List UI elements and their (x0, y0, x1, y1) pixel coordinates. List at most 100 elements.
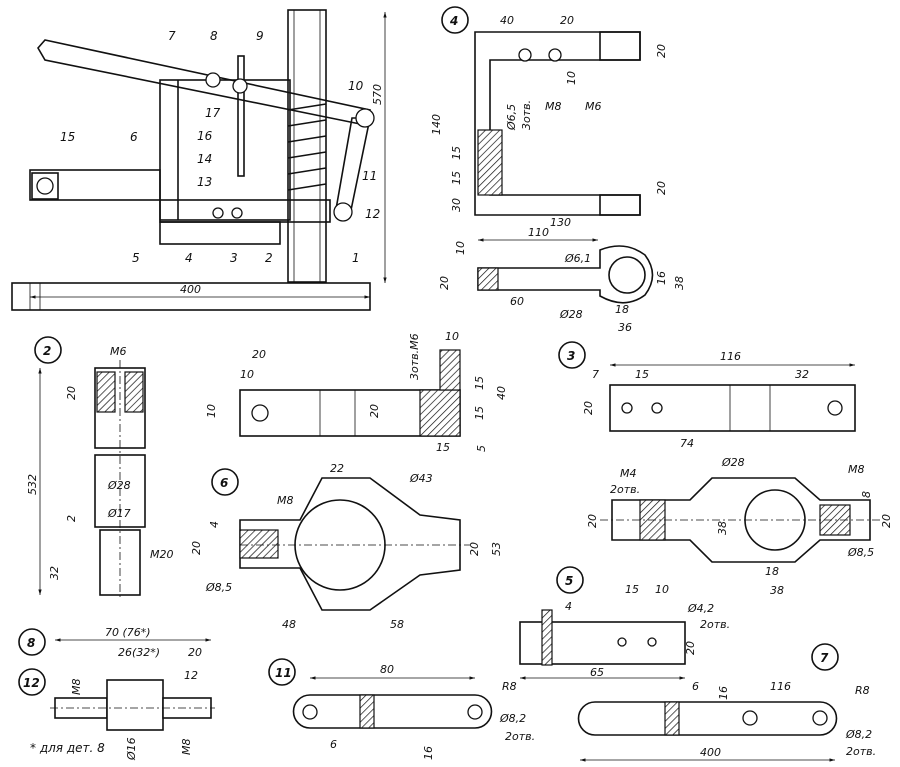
d4-dim-130: 130 (550, 216, 571, 229)
d2-dim-532: 532 (26, 474, 39, 495)
d6-dim-22: 22 (330, 462, 344, 475)
d2b-dim-15a: 15 (473, 376, 486, 390)
d2b-dim-5: 5 (475, 445, 488, 452)
callout-14: 14 (197, 152, 212, 166)
d6b-dim-2holes: 2отв. (610, 483, 640, 496)
d2b-dim-3holes: 3отв.М6 (408, 333, 421, 380)
d6-dim-m8: М8 (277, 494, 294, 507)
d7-dim-6: 6 (692, 680, 699, 693)
d2-dim-28: Ø28 (107, 479, 131, 492)
d4-dim-6-1: Ø6,1 (564, 252, 591, 265)
d11-dim-r8: R8 (502, 680, 517, 693)
d4-dim-16: 16 (655, 271, 668, 285)
d4-dim-20b: 20 (655, 44, 668, 58)
detail-8-12: 8 12 70 (76*) 26(32*) 20 12 М8 М8 Ø16 * … (18, 626, 215, 761)
d4-dim-110: 110 (528, 226, 549, 239)
d8-dim-16: Ø16 (125, 737, 138, 761)
d5-dim-4: 4 (565, 600, 572, 613)
detail-number-4: 4 (449, 14, 458, 28)
detail-6b: М4 2отв. Ø28 М8 8 20 38 20 18 Ø8,5 38 (586, 456, 893, 597)
detail-number-8: 8 (27, 636, 35, 650)
dim-570: 570 (371, 84, 384, 105)
detail-2b: 20 10 10 20 3отв.М6 10 15 15 40 15 5 (205, 330, 508, 454)
detail-4: 4 40 20 20 140 Ø6,5 3отв. М8 М6 10 15 15… (430, 6, 686, 334)
d2b-dim-10c: 10 (445, 330, 459, 343)
callout-11: 11 (362, 169, 377, 183)
d2b-dim-20b: 20 (368, 404, 381, 418)
d8-dim-70: 70 (76*) (105, 626, 151, 639)
callout-10: 10 (348, 79, 364, 93)
d7-dim-400: 400 (700, 746, 721, 759)
d4-dim-10b: 10 (454, 241, 467, 255)
d4-dim-60: 60 (510, 295, 524, 308)
d6-dim-8-5: Ø8,5 (205, 581, 232, 594)
d6b-dim-20b: 20 (586, 514, 599, 528)
callout-4: 4 (185, 251, 193, 265)
d6b-dim-m8: М8 (848, 463, 865, 476)
detail-2: 2 М6 20 532 Ø28 2 Ø17 32 М20 (26, 336, 174, 600)
detail-5: 5 4 15 10 Ø4,2 2отв. 20 65 (519, 566, 730, 680)
d7-dim-16: 16 (717, 686, 730, 700)
d8-dim-12: 12 (184, 669, 198, 682)
d4-dim-15b: 15 (450, 171, 463, 185)
d5-dim-4-2: Ø4,2 (687, 602, 714, 615)
detail-7: 7 116 6 16 R8 400 Ø8,2 2отв. (577, 643, 876, 762)
d2-dim-2: 2 (65, 515, 78, 522)
d2-dim-32: 32 (48, 566, 61, 580)
d2b-dim-40: 40 (495, 386, 508, 400)
d2b-dim-10b: 10 (205, 404, 218, 418)
d6-dim-4: 4 (208, 521, 221, 528)
d5-dim-65: 65 (590, 666, 604, 679)
d4-dim-28: Ø28 (559, 308, 583, 321)
d3-dim-15: 15 (635, 368, 649, 381)
d3-dim-20: 20 (582, 401, 595, 415)
d4-dim-36: 36 (618, 321, 632, 334)
d11-dim-16: 16 (422, 746, 435, 760)
callout-15: 15 (60, 130, 75, 144)
detail-number-3: 3 (567, 349, 575, 363)
d8-dim-m8a: М8 (70, 679, 83, 696)
d2-dim-m20: М20 (150, 548, 174, 561)
d6b-dim-m4: М4 (620, 467, 637, 480)
d6b-dim-18: 18 (765, 565, 779, 578)
assembly-view: 570 400 1 2 3 4 5 6 7 8 9 10 11 12 13 14… (11, 9, 387, 311)
d3-dim-7: 7 (592, 368, 599, 381)
d4-dim-20a: 20 (560, 14, 574, 27)
d4-dim-18: 18 (615, 303, 629, 316)
d6-dim-43: Ø43 (409, 472, 433, 485)
d3-dim-32: 32 (795, 368, 809, 381)
d3-dim-116: 116 (720, 350, 741, 363)
callout-8: 8 (210, 29, 218, 43)
dim-400: 400 (180, 283, 201, 296)
d2b-dim-15b: 15 (473, 406, 486, 420)
detail-number-11: 11 (275, 666, 292, 680)
callout-6: 6 (130, 130, 138, 144)
d4-dim-6-5: Ø6,5 (505, 104, 518, 131)
d11-dim-2holes: 2отв. (505, 730, 535, 743)
detail-number-2: 2 (43, 344, 51, 358)
callout-5: 5 (132, 251, 140, 265)
d4-dim-30: 30 (450, 198, 463, 212)
callout-9: 9 (256, 29, 264, 43)
d7-dim-r8: R8 (855, 684, 870, 697)
d8-footnote: * для дет. 8 (30, 741, 105, 755)
d2b-dim-20a: 20 (252, 348, 266, 361)
d6b-dim-28: Ø28 (721, 456, 745, 469)
d5-dim-15: 15 (625, 583, 639, 596)
callout-2: 2 (265, 251, 273, 265)
d2-dim-17: Ø17 (107, 507, 131, 520)
d2-dim-20: 20 (65, 386, 78, 400)
d4-dim-20d: 20 (438, 276, 451, 290)
detail-number-5: 5 (565, 574, 573, 588)
d11-dim-8-2: Ø8,2 (499, 712, 526, 725)
detail-6: 6 22 Ø43 М8 4 20 20 53 Ø8,5 48 58 (190, 462, 503, 631)
d6b-dim-38b: 38 (770, 584, 784, 597)
d4-dim-40: 40 (500, 14, 514, 27)
d5-dim-20: 20 (684, 641, 697, 655)
callout-13: 13 (197, 175, 212, 189)
d8-dim-m8b: М8 (180, 739, 193, 756)
callout-3: 3 (230, 251, 238, 265)
d6-dim-53: 53 (490, 542, 503, 556)
d11-dim-6: 6 (330, 738, 337, 751)
